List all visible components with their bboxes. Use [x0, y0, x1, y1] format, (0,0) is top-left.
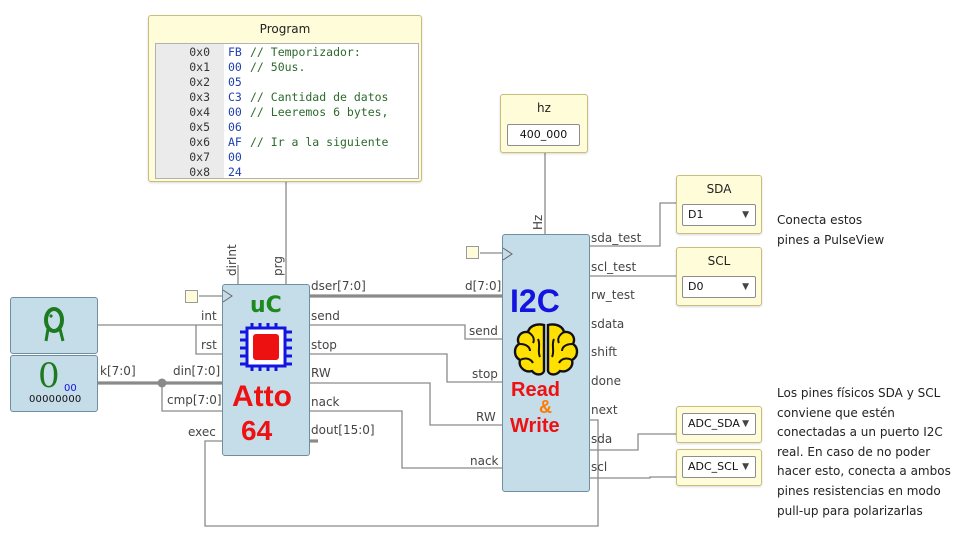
i2c-chip[interactable]: I2C Read & Write [502, 234, 590, 492]
port-done: done [591, 374, 621, 388]
port-cmp: cmp[7:0] [167, 393, 222, 407]
constant-value: 0 [38, 356, 60, 396]
i2c-logo-write: Write [510, 415, 560, 437]
port-nack-in: nack [470, 454, 499, 468]
port-prg: prg [271, 256, 285, 276]
adc-scl-panel: ADC_SCL▼ [676, 449, 762, 486]
atto-logo-name: Atto [232, 380, 292, 413]
wire-label-k: k[7:0] [100, 364, 136, 378]
port-din: din[7:0] [173, 364, 221, 378]
sda-probe-select[interactable]: D1▼ [682, 204, 756, 226]
adc-sda-select[interactable]: ADC_SDA▼ [682, 413, 756, 435]
adc-sda-panel: ADC_SDA▼ [676, 406, 762, 443]
port-nack-out: nack [311, 395, 340, 409]
port-dout: dout[15:0] [311, 423, 375, 437]
pulseview-note: Conecta estos pines a PulseView [777, 213, 885, 247]
scl-probe-title: SCL [707, 254, 731, 268]
scl-probe-panel: SCL D0▼ [676, 247, 762, 306]
port-send-in: send [469, 324, 498, 338]
port-stop-out: stop [311, 338, 337, 352]
clock-input-i2c[interactable] [466, 246, 479, 259]
i2c-logo-amp: & [539, 397, 552, 417]
port-hz: Hz [531, 214, 545, 230]
worm-icon [44, 307, 65, 342]
sda-probe-title: SDA [706, 182, 732, 196]
code-gutter [156, 44, 224, 178]
pins-note: Los pines físicos SDA y SCL conviene que… [777, 386, 951, 518]
port-shift: shift [591, 345, 617, 359]
port-rw-test: rw_test [591, 288, 635, 302]
i2c-logo-title: I2C [510, 283, 560, 319]
port-dser: dser[7:0] [311, 279, 366, 293]
constant-source[interactable]: 0 00 00000000 [10, 355, 98, 412]
port-sda: sda [591, 432, 613, 446]
port-next: next [591, 403, 618, 417]
port-int: int [201, 309, 217, 323]
hz-input[interactable]: 400_000 [507, 124, 580, 146]
cpu-icon [240, 323, 292, 371]
port-scl-test: scl_test [591, 260, 637, 274]
hz-panel: hz 400_000 [500, 94, 588, 153]
port-scl: scl [591, 460, 608, 474]
port-send-out: send [311, 309, 340, 323]
program-title: Program [259, 22, 311, 36]
chevron-down-icon: ▼ [742, 282, 749, 292]
clock-input-atto[interactable] [185, 290, 198, 303]
port-exec: exec [188, 425, 216, 439]
port-rw-in: RW [476, 410, 496, 424]
hz-title: hz [537, 101, 551, 115]
chevron-down-icon: ▼ [742, 210, 749, 220]
port-sdata: sdata [591, 317, 625, 331]
brain-icon [513, 323, 579, 376]
port-dirint: dirInt [225, 244, 239, 276]
clock-triangle-icon [222, 289, 233, 303]
adc-scl-select[interactable]: ADC_SCL▼ [682, 456, 756, 478]
port-rst: rst [201, 338, 217, 352]
i2c-logo-read: Read [511, 379, 560, 401]
scl-probe-select[interactable]: D0▼ [682, 276, 756, 298]
atto-logo-uc: uC [250, 293, 282, 318]
constant-bits: 00000000 [29, 394, 82, 405]
port-rw-out: RW [311, 366, 331, 380]
constant-subscript: 00 [64, 383, 77, 394]
sda-probe-panel: SDA D1▼ [676, 175, 762, 234]
atto-logo-num: 64 [241, 415, 273, 446]
chevron-down-icon: ▼ [742, 419, 749, 429]
atto64-chip[interactable]: uC Atto 64 [222, 284, 310, 456]
clock-triangle-icon [502, 247, 513, 261]
port-sda-test: sda_test [591, 231, 642, 245]
chevron-down-icon: ▼ [742, 462, 749, 472]
port-stop-in: stop [472, 367, 498, 381]
port-d: d[7:0] [465, 279, 502, 293]
interrupt-source[interactable] [10, 297, 98, 354]
